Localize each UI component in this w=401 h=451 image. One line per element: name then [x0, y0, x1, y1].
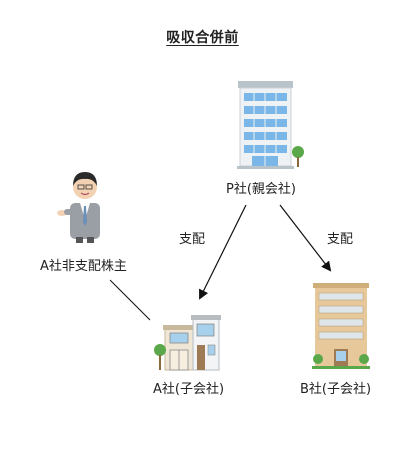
- edge-label-p-to-b: 支配: [327, 232, 354, 247]
- p-company-label: P社(親会社): [226, 182, 296, 197]
- arrow-p-to-a: [199, 204, 247, 300]
- small-building-icon: [154, 315, 221, 371]
- line-shareholder-to-a: [109, 279, 151, 321]
- diagram-title: 吸収合併前: [166, 30, 239, 46]
- apartment-building-icon: [312, 283, 370, 369]
- arrow-p-to-b: [279, 204, 332, 272]
- businessman-icon: [57, 172, 100, 243]
- b-company-label: B社(子会社): [300, 382, 372, 397]
- a-company-label: A社(子会社): [153, 382, 225, 397]
- edge-label-p-to-a: 支配: [179, 232, 206, 247]
- office-building-icon: [237, 81, 304, 169]
- shareholder-label: A社非支配株主: [40, 259, 127, 274]
